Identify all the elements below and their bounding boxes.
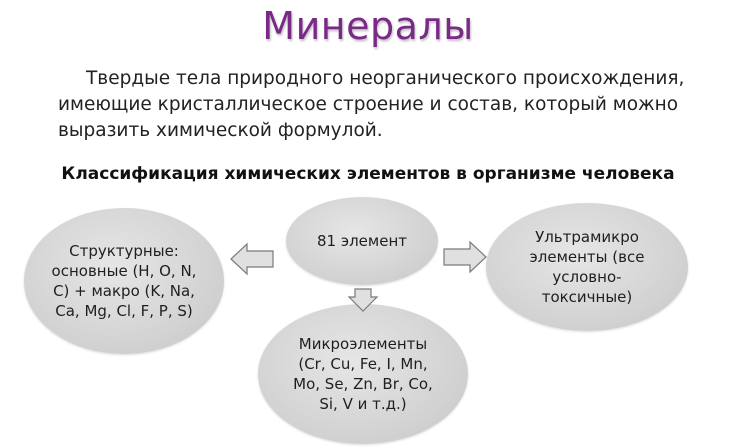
node-ultramicro-label: Ультрамикро элементы (все условно-токсич…: [529, 228, 645, 306]
node-ultramicro: Ультрамикро элементы (все условно-токсич…: [486, 203, 688, 331]
node-total-label: 81 элемент: [317, 232, 407, 250]
arrow-right-icon: [443, 240, 487, 274]
diagram-subtitle: Классификация химических элементов в орг…: [61, 164, 675, 184]
arrow-left-icon: [230, 242, 274, 276]
page-title: Минералы: [262, 4, 474, 48]
definition-text: Твердые тела природного неорганического …: [58, 68, 685, 141]
node-structural-label: Структурные: основные (H, O, N, C) + мак…: [51, 242, 197, 320]
node-micro-label: Микроэлементы (Cr, Cu, Fe, I, Mn, Mo, Se…: [293, 335, 433, 413]
node-micro: Микроэлементы (Cr, Cu, Fe, I, Mn, Mo, Se…: [258, 304, 468, 444]
node-total: 81 элемент: [286, 197, 438, 285]
node-structural: Структурные: основные (H, O, N, C) + мак…: [24, 208, 224, 354]
